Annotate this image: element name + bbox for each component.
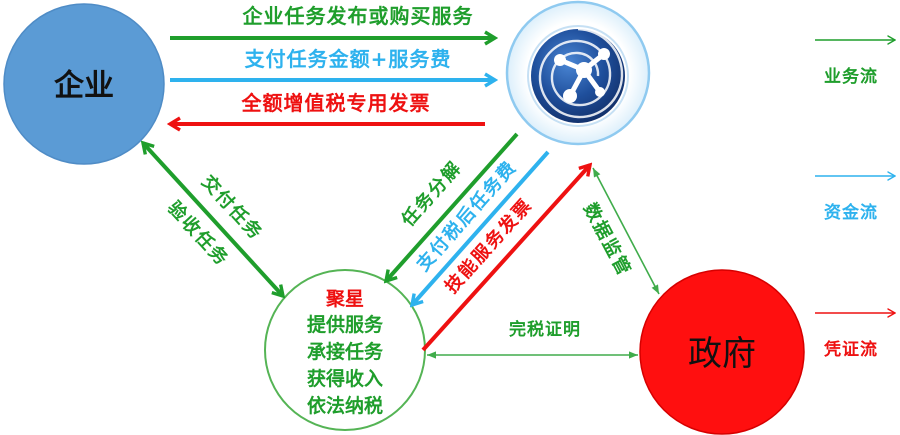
service-invoice-arrow	[421, 165, 590, 352]
legend-item-fund-flow: 资金流	[815, 176, 895, 223]
juxing-node: 聚星 提供服务 承接任务 获得收入 依法纳税	[264, 269, 426, 431]
juxing-line: 提供服务	[307, 313, 384, 336]
juxing-line: 依法纳税	[307, 394, 383, 417]
molecule-globe-icon	[527, 25, 629, 127]
legend-item-voucher-flow: 凭证流	[815, 313, 895, 360]
government-node: 政府	[639, 269, 805, 435]
publish-task-label: 企业任务发布或购买服务	[242, 4, 474, 28]
pay-after-tax-arrow	[412, 150, 550, 305]
legend-item-business-flow: 业务流	[815, 40, 895, 87]
government-label: 政府	[688, 334, 756, 374]
legend-label-business-flow: 业务流	[824, 66, 878, 87]
data-supervision-label: 数据监管	[579, 199, 636, 280]
enterprise-node: 企业	[3, 3, 165, 165]
government-circle	[639, 269, 805, 435]
juxing-title: 聚星	[325, 288, 364, 310]
enterprise-label: 企业	[54, 69, 114, 104]
service-invoice-label: 技能服务发票	[440, 194, 537, 298]
platform-node	[505, 0, 651, 146]
data-supervision-arrow	[592, 167, 660, 295]
tax-certificate-label: 完税证明	[509, 319, 581, 340]
juxing-line: 获得收入	[307, 367, 383, 390]
legend-label-fund-flow: 资金流	[824, 202, 878, 223]
enterprise-circle	[3, 3, 165, 165]
task-split-arrow	[386, 132, 519, 281]
deliver-accept-arrow	[143, 143, 283, 296]
vat-invoice-label: 全额增值税专用发票	[241, 91, 431, 115]
legend-label-voucher-flow: 凭证流	[823, 339, 878, 360]
pay-amount-label: 支付任务金额+服务费	[245, 47, 452, 71]
legend: 业务流 资金流 凭证流	[815, 40, 895, 360]
juxing-line: 承接任务	[307, 340, 384, 363]
